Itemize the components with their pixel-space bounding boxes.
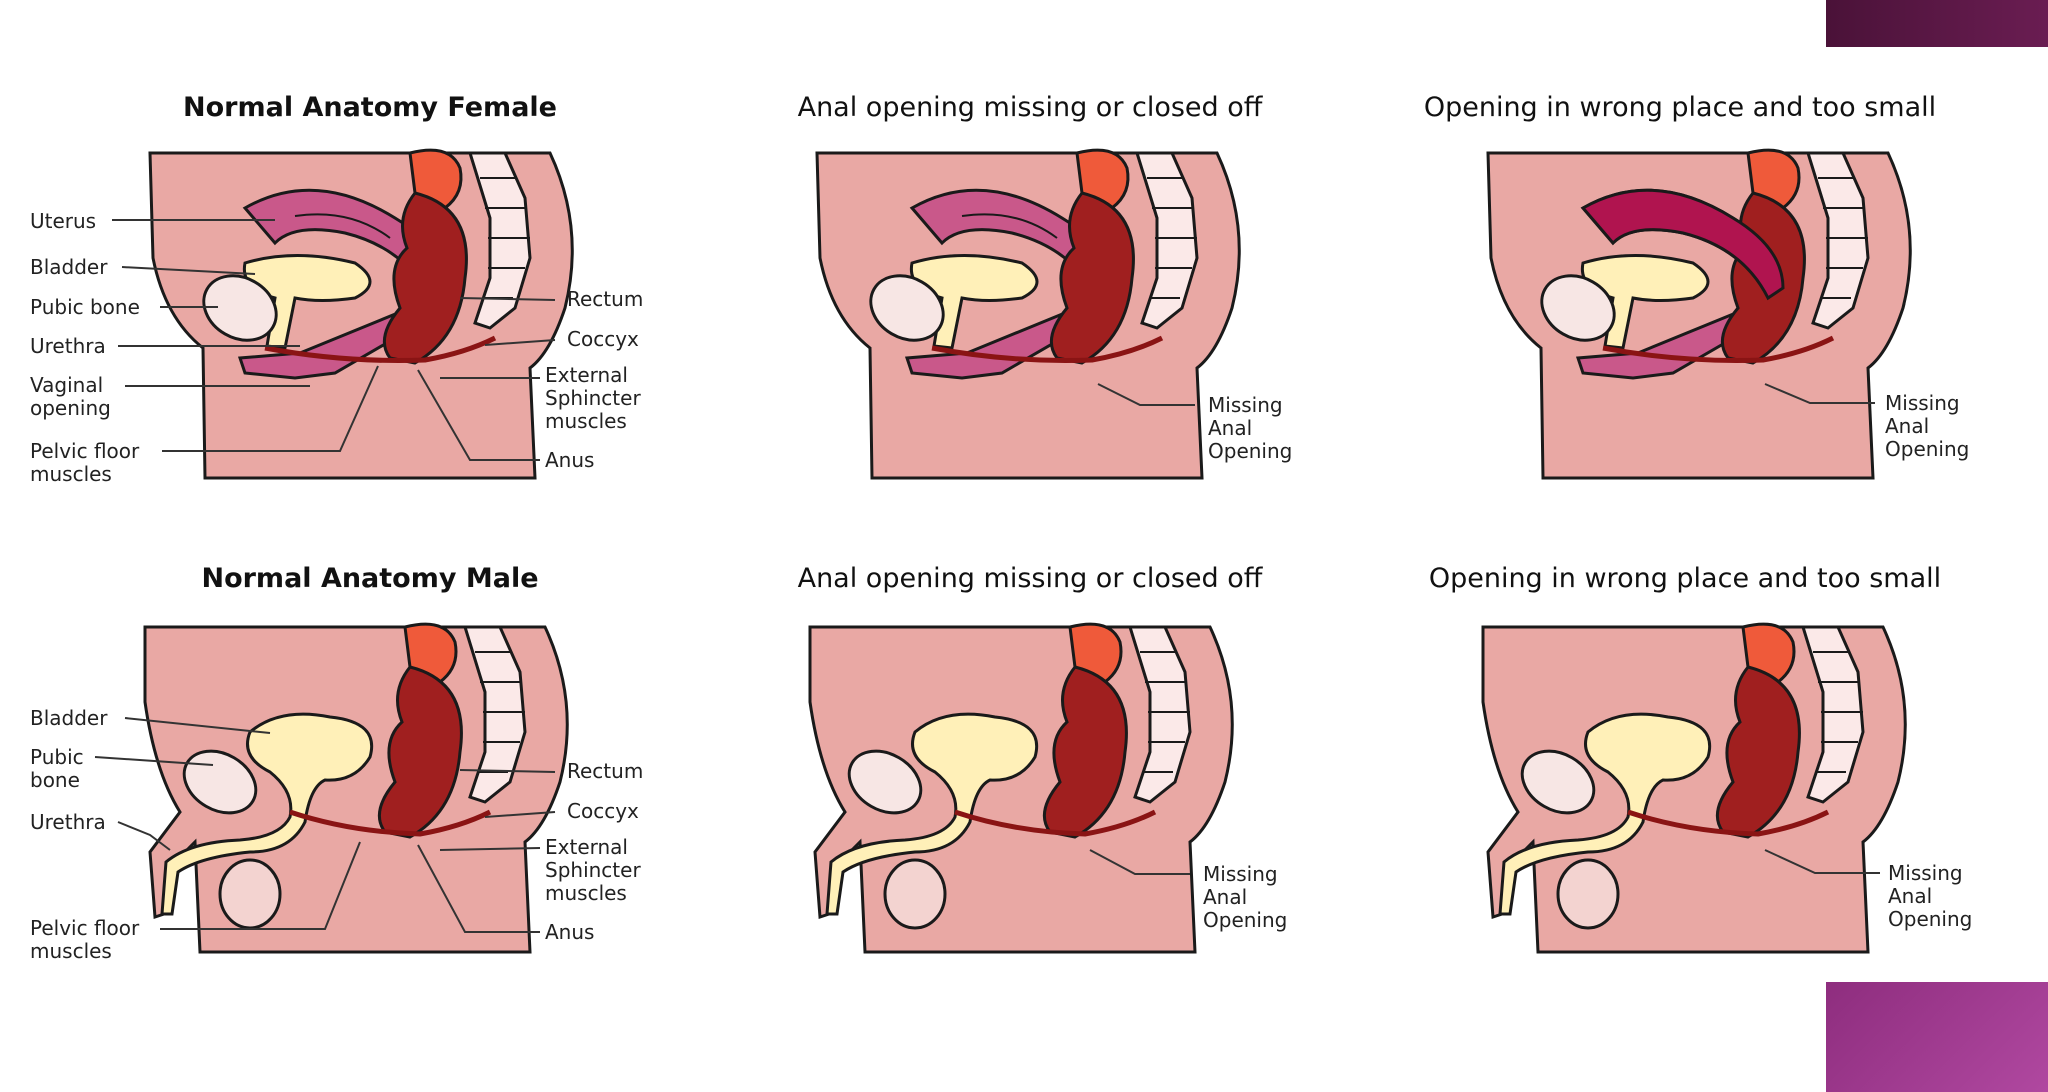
female-missing-illustration [817, 150, 1239, 478]
label-anal-m3: Anal [1888, 884, 1932, 908]
title-female-wrong: Opening in wrong place and too small [1423, 92, 1937, 123]
label-vaginal: Vaginal [30, 373, 103, 397]
label-missing-f3: Missing [1885, 391, 1960, 415]
label-bone-male: bone [30, 768, 80, 792]
male-missing-illustration [810, 624, 1232, 952]
label-urethra-male: Urethra [30, 810, 106, 834]
title-female-normal: Normal Anatomy Female [183, 92, 557, 123]
title-male-normal: Normal Anatomy Male [201, 563, 539, 594]
label-missing-m2: Missing [1203, 862, 1278, 886]
label-sphincter-female: Sphincter [545, 386, 641, 410]
label-opening-f2: Opening [1208, 439, 1292, 463]
label-bladder-female: Bladder [30, 255, 108, 279]
label-anus-female: Anus [545, 448, 594, 472]
male-normal-illustration [145, 624, 567, 952]
label-opening-m2: Opening [1203, 908, 1287, 932]
label-pelvic-floor-female: Pelvic floor [30, 439, 140, 463]
male-leader-lines [94, 717, 1880, 933]
male-wrong-illustration [1483, 624, 1905, 952]
label-sphincter-muscles-male: muscles [545, 881, 627, 905]
label-pubic-bone-female: Pubic bone [30, 295, 140, 319]
label-uterus: Uterus [30, 209, 96, 233]
label-opening-f3: Opening [1885, 437, 1969, 461]
label-urethra-female: Urethra [30, 334, 106, 358]
female-leader-lines [112, 219, 1875, 461]
label-pelvic-muscles-female: muscles [30, 462, 112, 486]
accent-bar-bottom [1826, 982, 2048, 1092]
label-external-male: External [545, 835, 628, 859]
label-anal-f2: Anal [1208, 416, 1252, 440]
label-sphincter-muscles-female: muscles [545, 409, 627, 433]
label-anus-male: Anus [545, 920, 594, 944]
uterus-dark-shape [1580, 188, 1785, 301]
label-coccyx-female: Coccyx [567, 327, 639, 351]
title-male-missing: Anal opening missing or closed off [797, 563, 1263, 594]
female-normal-illustration [150, 150, 572, 478]
accent-bar-top [1826, 0, 2048, 47]
label-rectum-female: Rectum [567, 287, 643, 311]
label-sphincter-male: Sphincter [545, 858, 641, 882]
label-external-female: External [545, 363, 628, 387]
label-anal-m2: Anal [1203, 885, 1247, 909]
label-pelvic-muscles-male: muscles [30, 939, 112, 963]
label-pelvic-floor-male: Pelvic floor [30, 916, 140, 940]
label-pubic-male: Pubic [30, 745, 84, 769]
label-missing-f2: Missing [1208, 393, 1283, 417]
label-missing-m3: Missing [1888, 861, 1963, 885]
label-vaginal-opening: opening [30, 396, 111, 420]
label-opening-m3: Opening [1888, 907, 1972, 931]
label-coccyx-male: Coccyx [567, 799, 639, 823]
label-rectum-male: Rectum [567, 759, 643, 783]
label-bladder-male: Bladder [30, 706, 108, 730]
title-female-missing: Anal opening missing or closed off [797, 92, 1263, 123]
label-anal-f3: Anal [1885, 414, 1929, 438]
title-male-wrong: Opening in wrong place and too small [1428, 563, 1942, 594]
